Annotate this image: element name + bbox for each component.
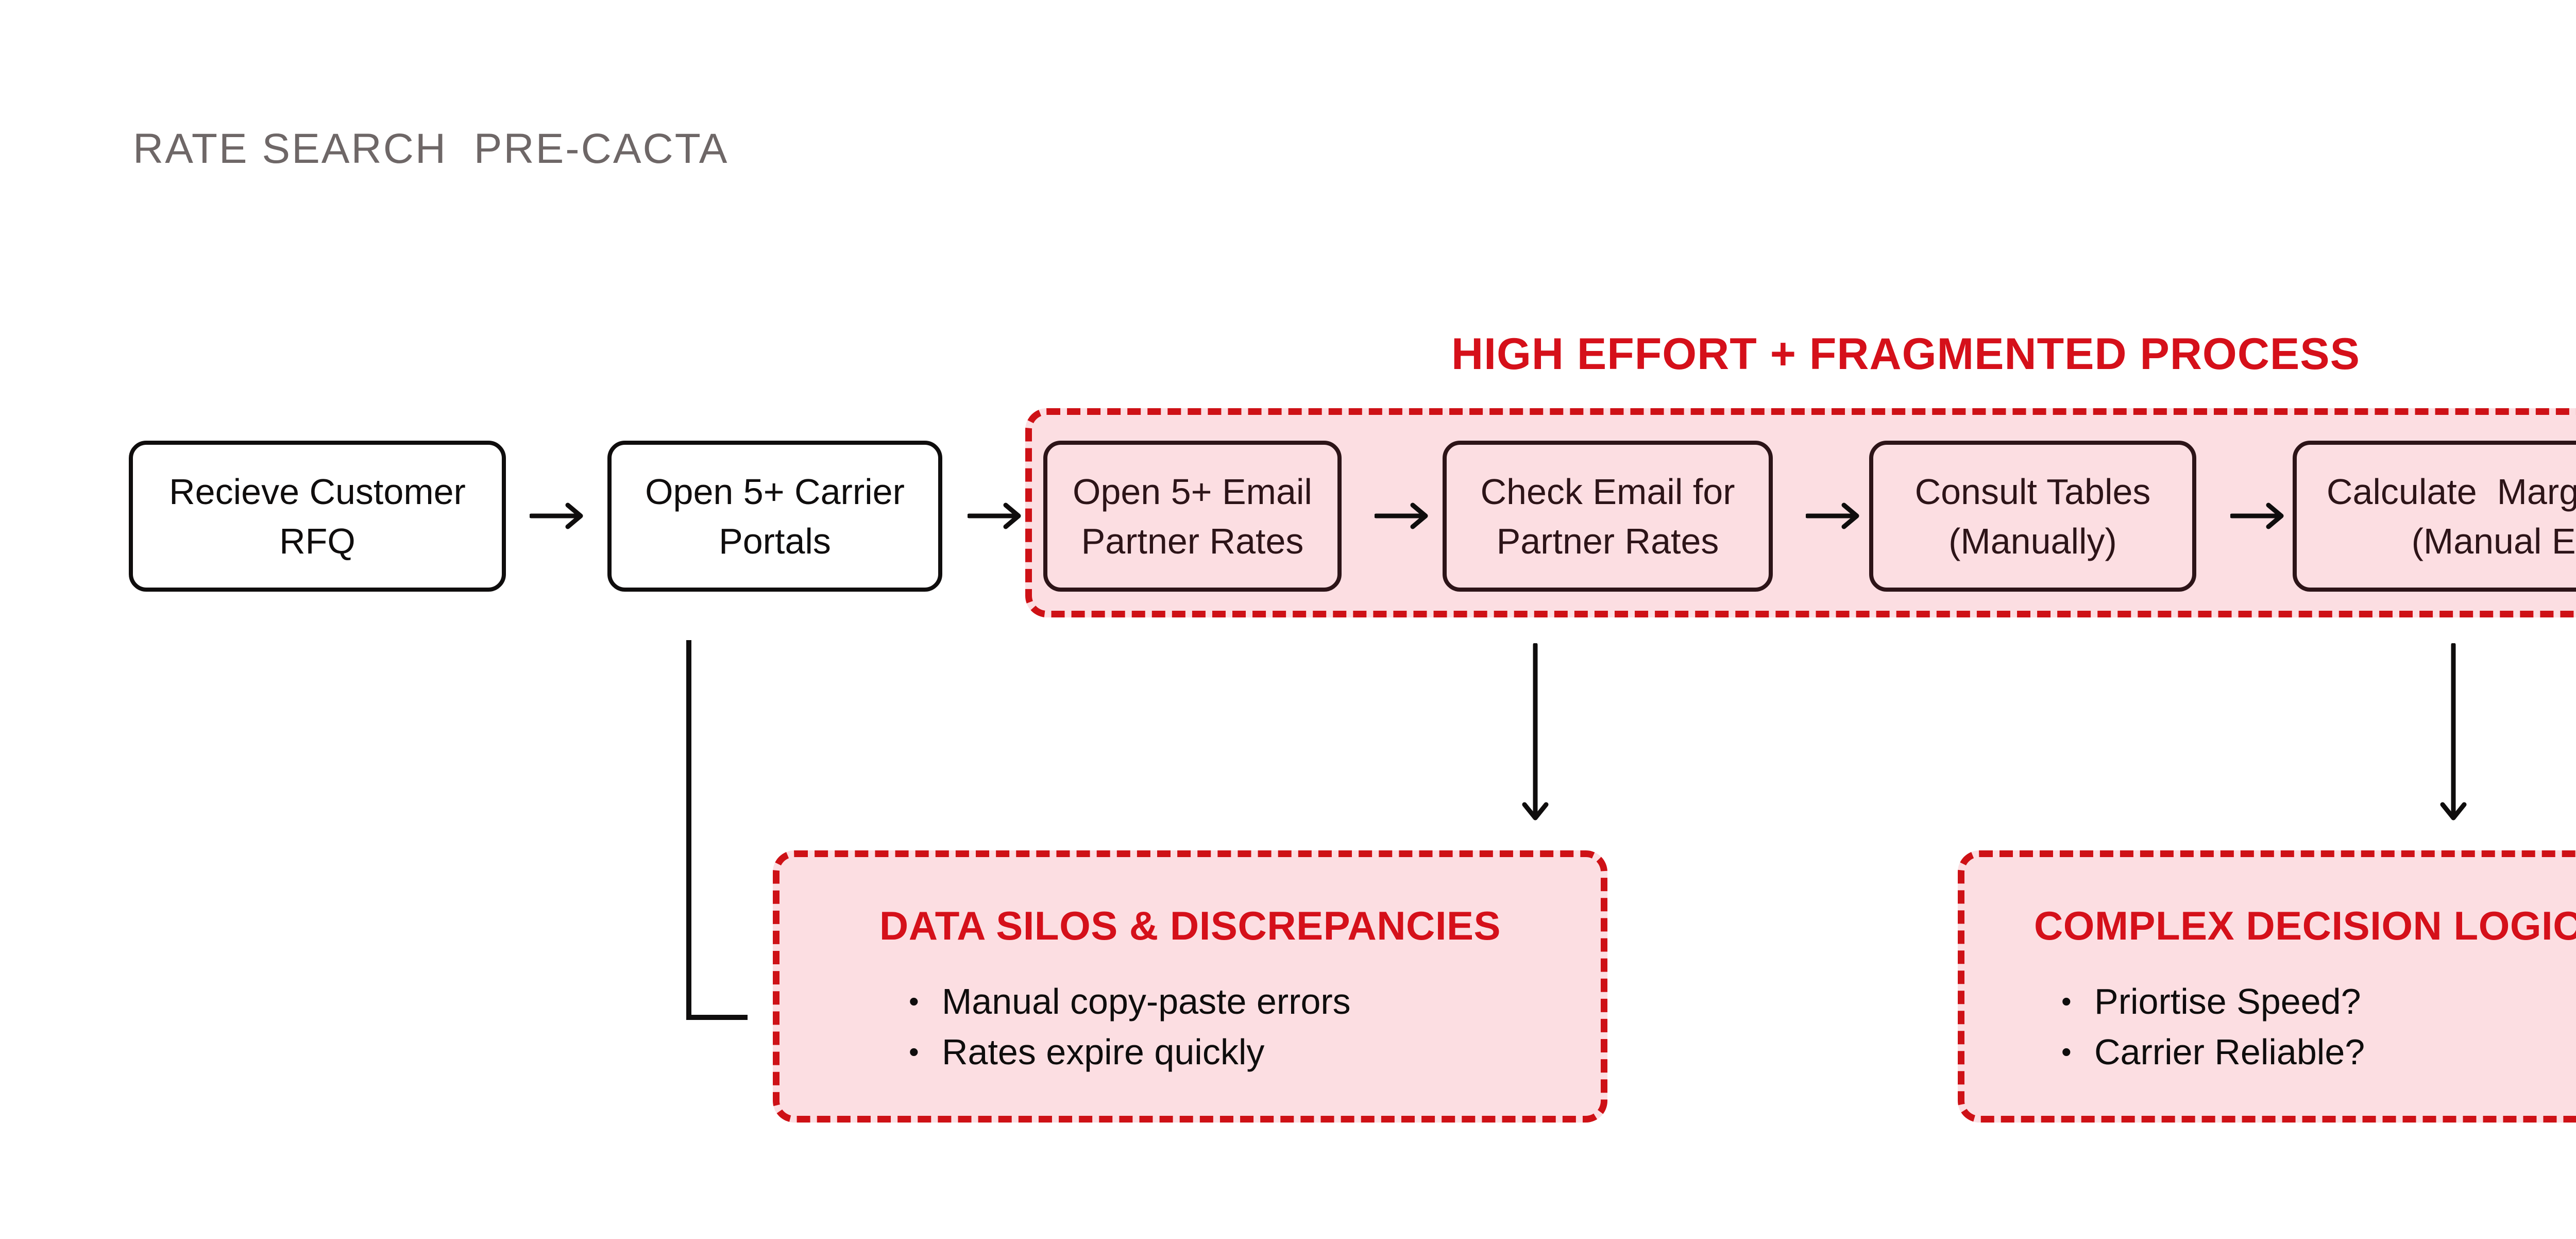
connector-down-arrow-icon	[1515, 643, 1556, 821]
note-title: COMPLEX DECISION LOGIC	[2033, 903, 2576, 948]
flow-heading: HIGH EFFORT + FRAGMENTED PROCESS	[1451, 329, 2361, 379]
pain-note-complex-logic: COMPLEX DECISION LOGIC Priortise Speed? …	[1958, 850, 2576, 1123]
step-label-line: (Manual Excel)	[2411, 521, 2576, 561]
flow-step-calc-margin: Calculate Margin & ETAs (Manual Excel)	[2293, 441, 2576, 592]
bullet-list: Priortise Speed? Carrier Reliable?	[1964, 976, 2576, 1077]
step-label-line: Consult Tables	[1914, 471, 2151, 512]
elbow-connector	[686, 639, 750, 1022]
step-label-line: (Manually)	[1948, 521, 2117, 561]
bullet-item: Manual copy-paste errors	[909, 976, 1601, 1027]
page-title: RATE SEARCH PRE-CACTA	[133, 125, 729, 172]
step-label-line: Check Email for	[1480, 471, 1735, 512]
pain-note-data-silos: DATA SILOS & DISCREPANCIES Manual copy-p…	[773, 850, 1607, 1123]
flow-arrow-icon	[968, 500, 1021, 531]
flow-step-receive-rfq: Recieve Customer RFQ	[129, 441, 506, 592]
flow-step-open-portals: Open 5+ Carrier Portals	[607, 441, 942, 592]
step-label-line: Partner Rates	[1081, 521, 1304, 561]
step-label-line: Portals	[719, 521, 831, 561]
step-label-line: Partner Rates	[1496, 521, 1719, 561]
flow-step-open-email: Open 5+ Email Partner Rates	[1043, 441, 1342, 592]
step-label-line: Open 5+ Email	[1073, 471, 1312, 512]
bullet-item: Rates expire quickly	[909, 1027, 1601, 1077]
bullet-item: Carrier Reliable?	[2061, 1027, 2576, 1077]
connector-down-arrow-icon	[2433, 643, 2474, 821]
step-label-line: Calculate Margin & ETAs	[2326, 471, 2576, 512]
step-label-line: RFQ	[279, 521, 355, 561]
flow-arrow-icon	[2230, 500, 2284, 531]
step-label-line: Recieve Customer	[169, 471, 466, 512]
note-title: DATA SILOS & DISCREPANCIES	[879, 903, 1501, 948]
flow-arrow-icon	[1806, 500, 1859, 531]
bullet-list: Manual copy-paste errors Rates expire qu…	[779, 976, 1601, 1077]
flow-arrow-icon	[1375, 500, 1428, 531]
flow-arrow-icon	[530, 500, 583, 531]
flow-step-consult-tables: Consult Tables (Manually)	[1869, 441, 2196, 592]
step-label-line: Open 5+ Carrier	[645, 471, 905, 512]
bullet-item: Priortise Speed?	[2061, 976, 2576, 1027]
flow-step-check-email: Check Email for Partner Rates	[1443, 441, 1773, 592]
